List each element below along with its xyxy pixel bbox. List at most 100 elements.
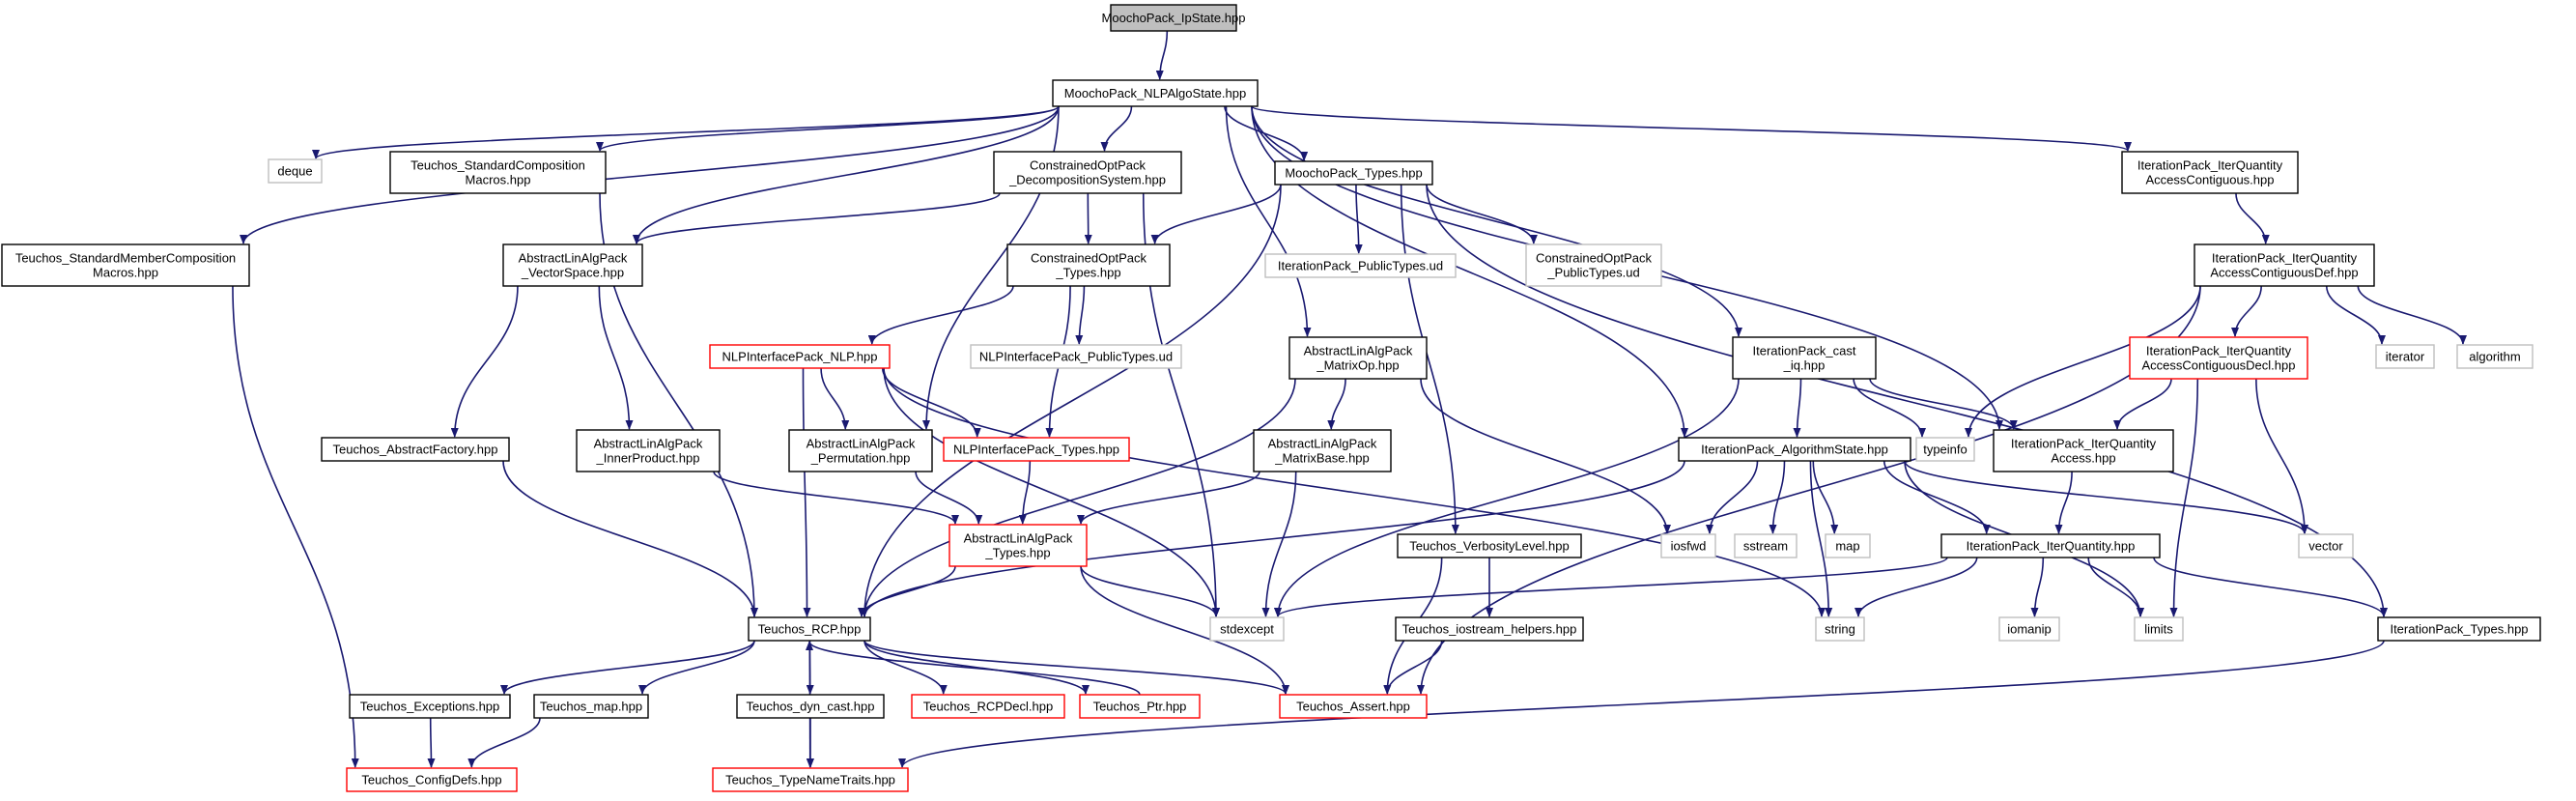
- node-ipalgostate[interactable]: IterationPack_AlgorithmState.hpp: [1678, 437, 1911, 462]
- node-box: [970, 344, 1182, 369]
- node-box: [1397, 533, 1582, 558]
- edge-nlpalgo-to-alvs: [633, 105, 1060, 244]
- node-label: IterationPack_Types.hpp: [2390, 622, 2528, 637]
- node-nlpalgo[interactable]: MoochoPack_NLPAlgoState.hpp: [1052, 79, 1259, 107]
- node-box: [748, 616, 871, 642]
- node-label: sstream: [1743, 539, 1788, 554]
- node-tioh[interactable]: Teuchos_iostream_helpers.hpp: [1395, 616, 1584, 642]
- node-label: Macros.hpp: [93, 266, 158, 280]
- dependency-edge: [713, 471, 959, 525]
- node-box: [349, 694, 511, 719]
- node-label: Teuchos_VerbosityLevel.hpp: [1409, 539, 1570, 554]
- edge-ipalgostate-to-trcp: [861, 460, 1685, 617]
- node-texc[interactable]: Teuchos_Exceptions.hpp: [349, 694, 511, 719]
- node-box: [736, 694, 885, 719]
- node-limits: limits: [2134, 616, 2184, 642]
- node-tconfig[interactable]: Teuchos_ConfigDefs.hpp: [346, 767, 518, 792]
- edge-mptypes-to-trcp: [861, 184, 1282, 617]
- node-box: [709, 344, 891, 369]
- node-box: [1732, 336, 1877, 380]
- dependency-edge: [1354, 184, 1363, 254]
- node-label: _VectorSpace.hpp: [521, 266, 624, 280]
- node-box: [911, 694, 1065, 719]
- dependency-edge: [867, 285, 1014, 345]
- edge-nlpalgo-to-iqac: [1251, 105, 2132, 152]
- node-label: AbstractLinAlgPack: [964, 531, 1073, 546]
- edge-almo-to-iosfwd: [1420, 378, 1671, 534]
- dependency-edge: [861, 184, 1282, 617]
- node-cods[interactable]: ConstrainedOptPack_DecompositionSystem.h…: [993, 151, 1182, 194]
- dependency-edge: [2153, 557, 2388, 617]
- node-ipstate[interactable]: MoochoPack_IpState.hpp: [1102, 4, 1246, 32]
- node-ipcast[interactable]: IterationPack_cast_iq.hpp: [1732, 336, 1877, 380]
- node-box: [2298, 533, 2354, 558]
- node-box: [1209, 616, 1285, 642]
- node-almb[interactable]: AbstractLinAlgPack_MatrixBase.hpp: [1253, 429, 1392, 472]
- node-label: stdexcept: [1220, 622, 1274, 637]
- node-box: [1052, 79, 1259, 107]
- node-iqacdef[interactable]: IterationPack_IterQuantityAccessContiguo…: [2194, 243, 2375, 287]
- node-ttnt[interactable]: Teuchos_TypeNameTraits.hpp: [712, 767, 909, 792]
- node-trcp[interactable]: Teuchos_RCP.hpp: [748, 616, 871, 642]
- edge-nlpnlp-to-stdexcept: [883, 367, 1220, 617]
- node-tdyn[interactable]: Teuchos_dyn_cast.hpp: [736, 694, 885, 719]
- node-alperm[interactable]: AbstractLinAlgPack_Permutation.hpp: [788, 429, 933, 472]
- node-label: vector: [2308, 539, 2343, 554]
- edge-nlpalgo-to-deque: [312, 105, 1060, 159]
- node-box: [2375, 344, 2435, 369]
- dependency-edge: [2231, 285, 2262, 337]
- dependency-edge: [1706, 460, 1759, 534]
- node-box: [2134, 616, 2184, 642]
- node-ipiq[interactable]: IterationPack_IterQuantity.hpp: [1940, 533, 2161, 558]
- node-alip[interactable]: AbstractLinAlgPack_InnerProduct.hpp: [576, 429, 721, 472]
- edge-tptr-to-trcp: [806, 641, 1141, 696]
- node-tptr[interactable]: Teuchos_Ptr.hpp: [1079, 694, 1201, 719]
- node-box: [1079, 694, 1201, 719]
- edge-nlpnlp-to-string: [883, 367, 1826, 617]
- node-label: AbstractLinAlgPack: [1304, 344, 1413, 358]
- node-almo[interactable]: AbstractLinAlgPack_MatrixOp.hpp: [1288, 336, 1428, 380]
- node-stdexcept: stdexcept: [1209, 616, 1285, 642]
- dependency-edge: [1075, 285, 1086, 345]
- node-trcpdecl[interactable]: Teuchos_RCPDecl.hpp: [911, 694, 1065, 719]
- edge-mptypes-to-ipput: [1354, 184, 1363, 254]
- dependency-edge: [2169, 378, 2199, 617]
- edge-altypes-to-stdexcept: [1080, 565, 1220, 617]
- dependency-edge: [1100, 105, 1133, 152]
- node-altypes[interactable]: AbstractLinAlgPack_Types.hpp: [948, 524, 1088, 567]
- node-iptypes[interactable]: IterationPack_Types.hpp: [2377, 616, 2541, 642]
- node-taf[interactable]: Teuchos_AbstractFactory.hpp: [321, 437, 510, 462]
- node-cotypes[interactable]: ConstrainedOptPack_Types.hpp: [1006, 243, 1171, 287]
- node-box: [533, 694, 649, 719]
- node-tvl[interactable]: Teuchos_VerbosityLevel.hpp: [1397, 533, 1582, 558]
- node-nlptypes[interactable]: NLPInterfacePack_Types.hpp: [943, 437, 1130, 462]
- node-label: limits: [2144, 622, 2173, 637]
- node-label: AccessContiguousDecl.hpp: [2142, 358, 2296, 373]
- edge-ipiq-to-stdexcept: [1274, 557, 1948, 617]
- node-iqac[interactable]: IterationPack_IterQuantityAccessContiguo…: [2121, 151, 2299, 194]
- node-box: [1274, 160, 1433, 186]
- node-label: IterationPack_cast: [1753, 344, 1856, 358]
- edge-texc-to-tconfig: [427, 717, 436, 768]
- node-label: algorithm: [2469, 350, 2520, 364]
- node-alvs[interactable]: AbstractLinAlgPack_VectorSpace.hpp: [502, 243, 643, 287]
- node-iqacdecl[interactable]: IterationPack_IterQuantityAccessContiguo…: [2129, 336, 2308, 380]
- edge-almb-to-altypes: [1077, 471, 1260, 525]
- edge-ipalgostate-to-sstream: [1769, 460, 1786, 534]
- node-label: Macros.hpp: [466, 173, 531, 187]
- node-tmap[interactable]: Teuchos_map.hpp: [533, 694, 649, 719]
- node-box: [2194, 243, 2375, 287]
- node-tassert[interactable]: Teuchos_Assert.hpp: [1279, 694, 1428, 719]
- node-label: ConstrainedOptPack: [1536, 251, 1652, 266]
- node-tsmcm[interactable]: Teuchos_StandardMemberCompositionMacros.…: [1, 243, 250, 287]
- edge-iqacdef-to-iterator: [2325, 285, 2386, 345]
- edge-ipiq-to-limits: [2087, 557, 2144, 617]
- node-ipput: IterationPack_PublicTypes.ud: [1264, 253, 1457, 278]
- edge-almb-to-stdexcept: [1261, 471, 1297, 617]
- dependency-edge: [1809, 460, 1833, 617]
- node-box: [1264, 253, 1457, 278]
- node-mptypes[interactable]: MoochoPack_Types.hpp: [1274, 160, 1433, 186]
- node-nlpnlp[interactable]: NLPInterfacePack_NLP.hpp: [709, 344, 891, 369]
